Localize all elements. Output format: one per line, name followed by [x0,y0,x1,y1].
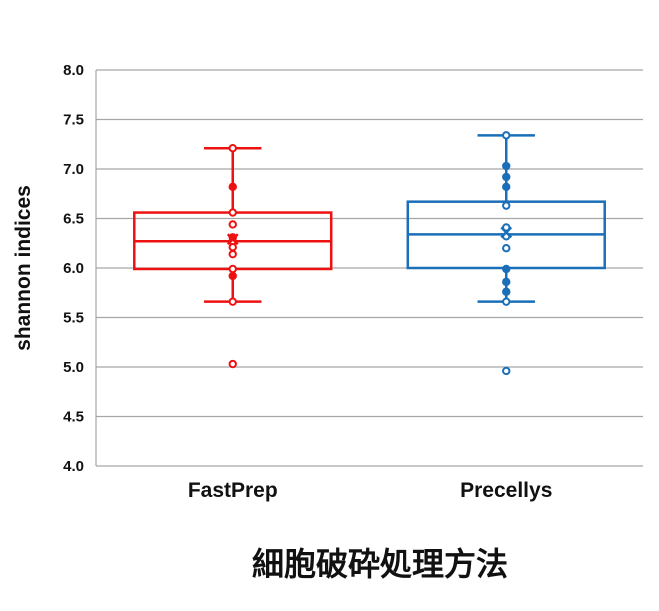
data-point [502,131,511,140]
category-label: FastPrep [188,479,278,502]
y-tick-label: 6.5 [63,211,84,228]
data-point-filled [502,161,511,171]
y-tick-label: 7.0 [63,161,84,178]
data-point-filled [228,182,237,192]
data-point-filled [228,271,237,281]
boxes [133,131,606,376]
mean-marker-stroke [226,233,239,246]
data-point [502,297,511,306]
data-point-filled [502,287,511,296]
y-tick-label: 4.0 [63,458,84,475]
grid-lines [95,69,643,467]
data-point [228,249,237,259]
data-point [228,208,237,217]
x-axis-label: 細胞破砕処理方法 [252,545,508,583]
data-point [228,264,237,274]
data-point-filled [502,172,511,182]
y-tick-label: 5.0 [63,359,84,376]
y-axis-label: shannon indices [12,185,35,351]
data-point [228,359,237,369]
y-tick-label: 8.0 [63,62,84,79]
data-point [502,366,511,376]
box-precellys [406,131,606,376]
mean-marker-stroke [500,226,513,239]
category-labels: FastPrep Precellys [188,479,553,502]
data-point-filled [502,277,511,287]
data-point [228,220,237,229]
y-tick-label: 7.5 [63,112,84,129]
y-axis-ticks: 4.0 4.5 5.0 5.5 6.0 6.5 7.0 7.5 8.0 [63,62,84,475]
box-fastprep [133,144,333,369]
y-tick-label: 6.0 [63,260,84,277]
mean-marker [226,233,239,246]
data-point [502,244,511,253]
category-label: Precellys [460,479,552,502]
data-point-filled [502,182,511,192]
data-point [228,297,237,306]
mean-marker [500,226,513,239]
data-point [228,243,237,252]
data-point-filled [502,264,511,274]
data-point [502,201,511,210]
y-tick-label: 5.5 [63,310,84,327]
data-point [228,144,237,153]
y-tick-label: 4.5 [63,409,84,426]
